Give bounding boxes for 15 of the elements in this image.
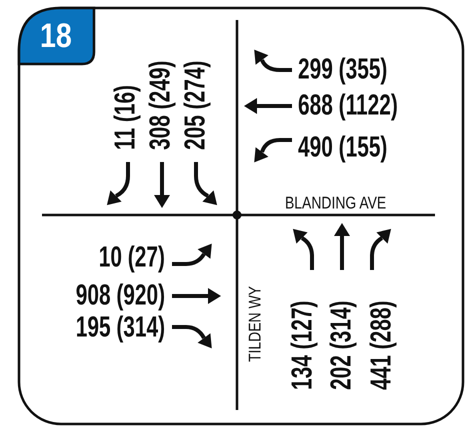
volume-label: 10 (27) (98, 244, 165, 272)
volume-label: 205 (274) (182, 60, 210, 150)
volume-label: 134 (127) (288, 300, 318, 390)
volume-label: 308 (249) (146, 60, 176, 150)
volume-label: 490 (155) (298, 134, 388, 162)
volume-label: 195 (314) (76, 314, 166, 342)
street-name: BLANDING AVE (285, 194, 386, 212)
volume-label: 441 (288) (368, 300, 396, 390)
volume-label: 908 (920) (76, 282, 166, 310)
street-name: TILDEN WY (246, 286, 264, 362)
number-badge-text: 18 (40, 19, 72, 53)
volume-label: 688 (1122) (298, 92, 398, 120)
volume-label: 202 (314) (328, 300, 356, 390)
volume-label: 299 (355) (298, 56, 388, 84)
volume-label: 11 (16) (112, 84, 140, 150)
